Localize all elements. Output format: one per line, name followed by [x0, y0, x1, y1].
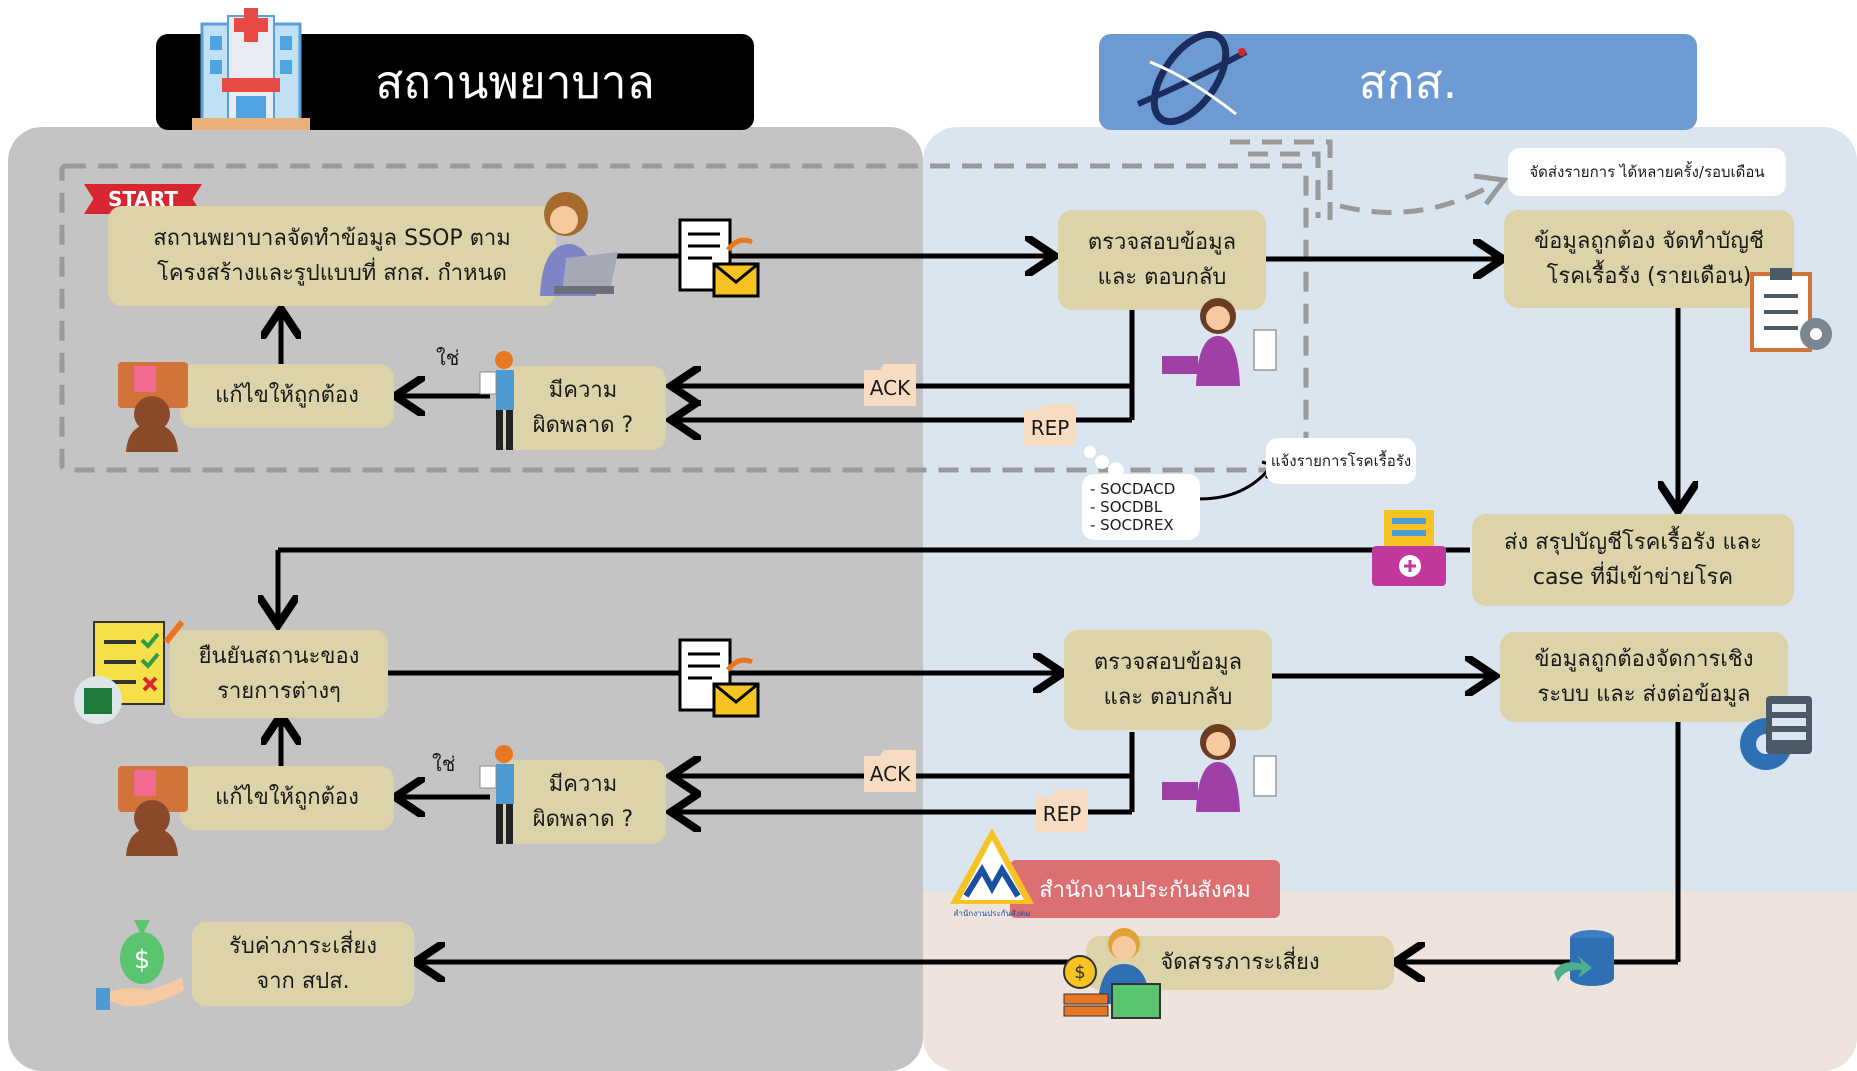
folder-icon [864, 750, 916, 792]
woman-laptop-icon [540, 192, 618, 296]
printer-icon [1372, 510, 1446, 586]
ack-mid-label: ACK [869, 762, 911, 786]
nhso-logo-icon [1136, 30, 1248, 126]
check-top-box: ตรวจสอบข้อมูล และ ตอบกลับ [1058, 210, 1266, 310]
database-icon [1554, 930, 1614, 986]
hospital-header-text: สถานพยาบาล [375, 54, 655, 109]
sso-label: สำนักงานประกันสังคม [1010, 860, 1280, 918]
correct-mid-box: ข้อมูลถูกต้องจัดการเชิง ระบบ และ ส่งต่อข… [1500, 632, 1788, 722]
nhso-header: สกส. [1099, 34, 1697, 130]
send-summary-box: ส่ง สรุปบัญชีโรคเรื้อรัง และ case ที่มีเ… [1472, 514, 1794, 606]
folder-icon [864, 364, 916, 406]
hospital-icon [192, 8, 310, 130]
fix-mid-box: แก้ไขให้ถูกต้อง [180, 766, 394, 830]
ack-top-label: ACK [869, 376, 911, 400]
money-bag-hand-icon: $ [96, 920, 184, 1010]
file-socdbl: - SOCDBL [1090, 498, 1163, 516]
excel-checklist-icon [74, 620, 185, 724]
receive-risk-box: รับค่าภาระเสี่ยง จาก สปส. [192, 922, 414, 1006]
sso-logo-icon: สำนักงานประกันสังคม [950, 828, 1034, 918]
svg-text:$: $ [1074, 962, 1085, 983]
check-mid-box: ตรวจสอบข้อมูล และ ตอบกลับ [1064, 630, 1272, 730]
yes-label-mid: ใช่ [432, 752, 456, 776]
files-note: - SOCDACD - SOCDBL - SOCDREX [1082, 474, 1200, 540]
yes-label-top: ใช่ [436, 346, 460, 370]
mail-document-icon [678, 638, 760, 718]
svg-text:$: $ [134, 945, 151, 975]
rep-top-label: REP [1030, 416, 1070, 440]
mail-document-icon [678, 218, 760, 298]
desk-person-icon [118, 766, 188, 856]
confirm-status-box: ยืนยันสถานะของ รายการต่างๆ [170, 630, 388, 718]
file-socdrex: - SOCDREX [1090, 516, 1174, 534]
worker-reading-icon [479, 351, 514, 450]
sso-logo-caption: สำนักงานประกันสังคม [954, 909, 1031, 918]
nhso-header-text: สกส. [1358, 54, 1458, 109]
error-mid-box: มีความ ผิดพลาด ? [500, 760, 666, 844]
checklist-gear-icon [1750, 268, 1832, 352]
send-often-note: จัดส่งรายการ ได้หลายครั้ง/รอบเดือน [1508, 148, 1786, 196]
money-worker-icon: $ [1063, 928, 1161, 1019]
fix-top-box: แก้ไขให้ถูกต้อง [180, 364, 394, 428]
rep-mid-label: REP [1042, 802, 1082, 826]
reviewer-woman-icon [1162, 724, 1277, 812]
file-socdacd: - SOCDACD [1090, 480, 1176, 498]
reviewer-woman-icon [1162, 298, 1277, 386]
worker-reading-icon [479, 745, 514, 844]
error-top-box: มีความ ผิดพลาด ? [500, 366, 666, 450]
desk-person-icon [118, 362, 188, 452]
server-gear-icon [1740, 696, 1812, 770]
prepare-data-box: สถานพยาบาลจัดทำข้อมูล SSOP ตาม โครงสร้าง… [108, 206, 556, 306]
notify-note: แจ้งรายการโรคเรื้อรัง [1266, 438, 1416, 484]
folder-icon [1024, 404, 1076, 446]
folder-icon [1036, 790, 1088, 832]
correct-top-box: ข้อมูลถูกต้อง จัดทำบัญชี โรคเรื้อรัง (รา… [1504, 210, 1794, 308]
